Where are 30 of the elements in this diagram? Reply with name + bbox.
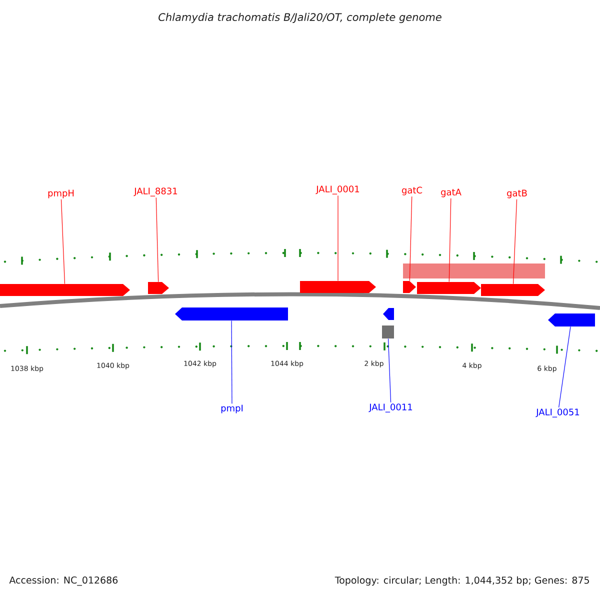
leader-line xyxy=(60,199,66,284)
gene-label: JALI_0011 xyxy=(368,404,412,412)
feature-box xyxy=(382,326,394,338)
gene-label: gatA xyxy=(441,188,462,198)
gene-label: pmpH xyxy=(48,190,74,198)
title: Chlamydia trachomatis B/Jali20/OT, complete genome xyxy=(158,12,442,24)
footer-text: Accession: NC_012686 xyxy=(9,576,118,586)
leader-line xyxy=(512,199,518,284)
gene-label: JALI_0051 xyxy=(536,408,580,418)
gene-label: gatC xyxy=(402,186,422,196)
gene-block xyxy=(481,284,545,296)
gene-label: JALI_8831 xyxy=(134,188,178,196)
leader-line xyxy=(558,326,571,408)
gene-block xyxy=(403,281,416,293)
gene-block xyxy=(383,308,394,320)
leader-line xyxy=(409,196,412,282)
footer-text: Topology: circular; Length: 1,044,352 bp; Genes: 875 xyxy=(334,576,589,586)
leader-line xyxy=(448,198,452,282)
leader-line xyxy=(231,320,232,404)
gene-label: gatB xyxy=(507,190,527,198)
gene-label: pmpI xyxy=(221,404,243,414)
gene-block xyxy=(548,314,595,326)
gene-block xyxy=(300,281,376,293)
gene-label: JALI_0001 xyxy=(316,186,360,194)
leader-line xyxy=(388,338,392,403)
feature-bar xyxy=(403,264,545,278)
gene-block xyxy=(148,282,169,294)
gene-block xyxy=(0,284,130,296)
leader-line xyxy=(156,197,159,282)
gene-block xyxy=(175,308,288,320)
